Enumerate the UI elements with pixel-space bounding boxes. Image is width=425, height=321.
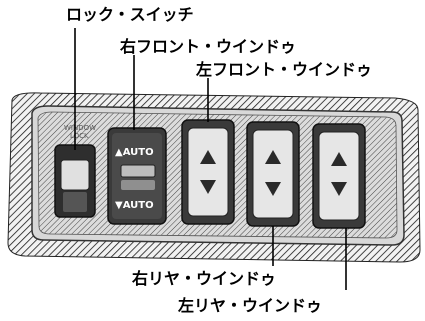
front-right-window-switch[interactable]: ▲AUTO ▼AUTO — [107, 127, 167, 225]
svg-text:LOCK: LOCK — [70, 132, 89, 140]
down-arrow-icon — [331, 182, 347, 196]
front-left-window-label: 左フロント・ウインドゥ — [196, 60, 373, 79]
rear-left-window-switch[interactable] — [312, 123, 366, 229]
lock-caption: WINDOW — [64, 124, 96, 132]
auto-down-label: ▼AUTO — [115, 200, 154, 211]
front-right-window-label: 右フロント・ウインドゥ — [120, 37, 297, 56]
up-arrow-icon — [265, 150, 281, 164]
rear-right-window-label: 右リヤ・ウインドゥ — [132, 269, 277, 288]
rear-left-window-label: 左リヤ・ウインドゥ — [178, 296, 323, 315]
down-arrow-icon — [200, 180, 216, 194]
up-arrow-icon — [200, 150, 216, 164]
auto-up-label: ▲AUTO — [115, 147, 154, 158]
leader-lines — [74, 28, 347, 290]
down-arrow-icon — [265, 182, 281, 196]
up-arrow-icon — [331, 152, 347, 166]
rear-right-window-switch[interactable] — [246, 121, 300, 227]
front-left-window-switch[interactable] — [181, 119, 235, 225]
lock-switch-label: ロック・スイッチ — [66, 5, 194, 24]
